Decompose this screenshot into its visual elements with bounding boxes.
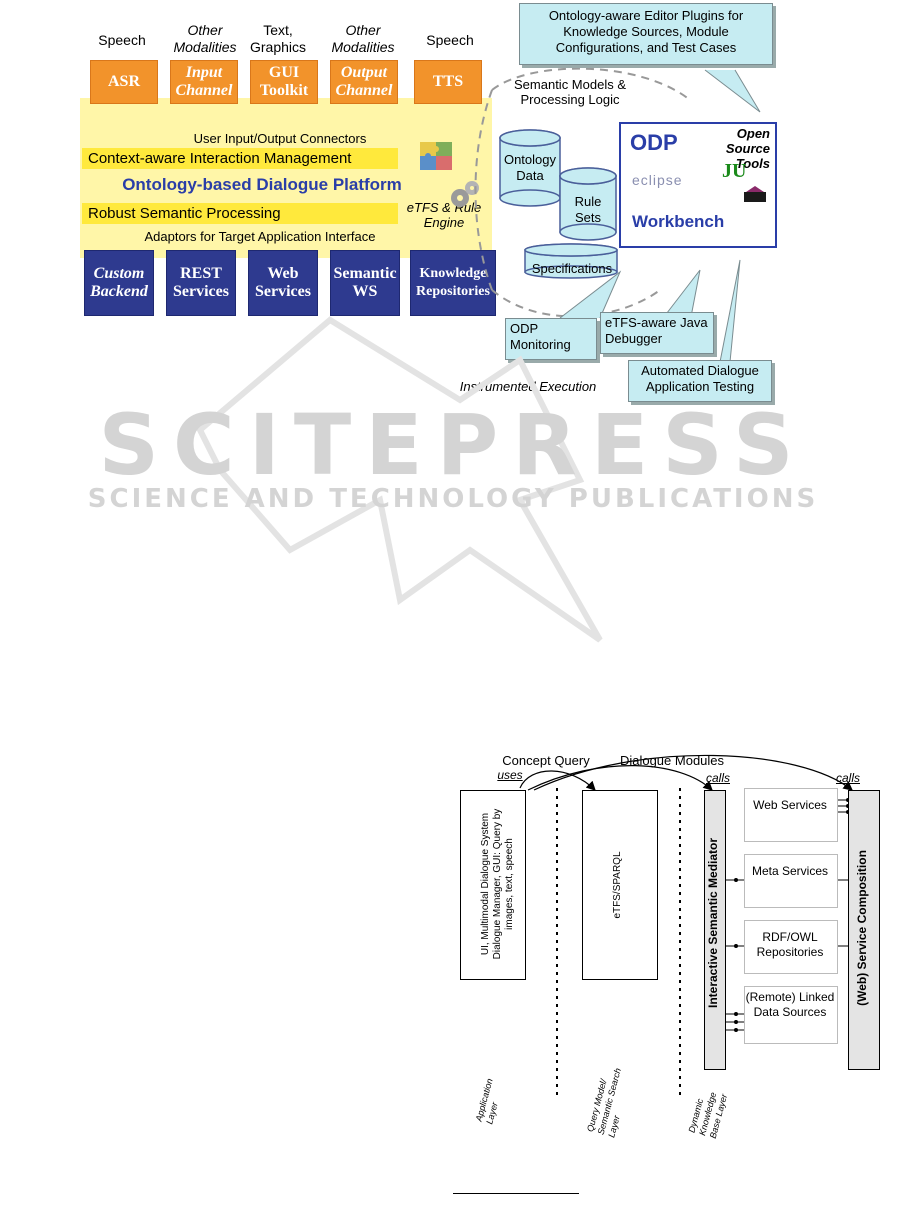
service-box-meta — [744, 854, 838, 908]
etfs-sparql-box — [582, 790, 658, 980]
semantic-ws-box: Semantic WS — [330, 250, 400, 316]
user-io-connectors: User Input/Output Connectors — [193, 131, 367, 146]
knowledge-repositories-box: Knowledge Repositories — [410, 250, 496, 316]
application-box — [460, 790, 526, 980]
semantic-processing-bar: Robust Semantic Processing — [82, 203, 398, 224]
service-label-meta: Meta Services — [751, 864, 829, 878]
etfs-debugger-callout: eTFS-aware Java Debugger — [600, 312, 714, 354]
rest-services-box: REST Services — [166, 250, 236, 316]
workbench-label: Workbench — [632, 212, 725, 231]
service-box-rdf — [744, 920, 838, 974]
service-box-linked — [744, 986, 838, 1044]
interaction-management-bar: Context-aware Interaction Management — [82, 148, 398, 169]
footnote-rule — [453, 1193, 579, 1194]
tts-box: TTS — [414, 60, 482, 104]
input-channel-box: Input Channel — [170, 60, 238, 104]
odp-workbench-box — [619, 122, 777, 248]
rule-sets-label: Rule Sets — [574, 194, 602, 225]
gui-toolkit-box: GUI Toolkit — [250, 60, 318, 104]
service-composition-text: (Web) Service Composition — [855, 850, 869, 1006]
editor-plugins-callout: Ontology-aware Editor Plugins for Knowle… — [519, 3, 773, 65]
uses-label: uses — [497, 768, 523, 782]
junit-logo: JU — [722, 160, 747, 182]
modality-label-text-graphics: Text, Graphics — [249, 22, 307, 55]
platform-title: Ontology-based Dialogue Platform — [122, 175, 402, 194]
semantic-mediator-text: Interactive Semantic Mediator — [706, 837, 720, 1008]
top-connectors — [474, 67, 761, 363]
modality-label-other-input: Other Modalities — [173, 22, 237, 55]
calls-label-1: calls — [705, 771, 730, 785]
platform-body — [80, 98, 492, 258]
service-label-linked: (Remote) Linked Data Sources — [745, 990, 835, 1019]
modality-label-speech-2: Speech — [426, 32, 474, 48]
automated-testing-callout: Automated Dialogue Application Testing — [628, 360, 772, 402]
service-composition-bar — [848, 790, 880, 1070]
adaptors-label: Adaptors for Target Application Interfac… — [144, 229, 376, 244]
specifications-label: Specifications — [531, 261, 613, 276]
eclipse-logo: eclipse — [632, 172, 683, 188]
tool-logo-icon — [744, 186, 766, 202]
ontology-data-label: Ontology Data — [503, 152, 557, 183]
output-channel-box: Output Channel — [330, 60, 398, 104]
etfs-sparql-text: eTFS/SPARQL — [612, 851, 623, 919]
open-source-tools-label: Open Source Tools — [725, 126, 770, 171]
calls-label-2: calls — [835, 771, 860, 785]
watermark-swoosh — [196, 316, 603, 643]
service-label-web: Web Services — [753, 798, 827, 812]
semantic-models-label: Semantic Models & Processing Logic — [514, 77, 626, 107]
rule-engine-label: eTFS & Rule Engine — [406, 200, 482, 230]
watermark-sub: SCIENCE AND TECHNOLOGY PUBLICATIONS — [87, 484, 819, 514]
application-box-text: UI, Multimodal Dialogue System Dialogue … — [480, 808, 515, 960]
dialogue-modules-label: Dialogue Modules — [619, 753, 725, 768]
puzzle-icon — [420, 142, 452, 170]
concept-query-label: Concept Query — [502, 753, 590, 768]
asr-box: ASR — [90, 60, 158, 104]
instrumented-execution-label: Instrumented Execution — [459, 379, 597, 394]
modality-label-speech-1: Speech — [98, 32, 146, 48]
service-label-rdf: RDF/OWL Repositories — [756, 930, 824, 959]
semantic-mediator-bar — [704, 790, 726, 1070]
odp-label: ODP — [630, 130, 678, 155]
service-box-web — [744, 788, 838, 842]
custom-backend-box: Custom Backend — [84, 250, 154, 316]
watermark-main: SCITEPRESS — [98, 396, 808, 494]
datastore-cylinders — [499, 129, 618, 279]
odp-monitoring-callout: ODP Monitoring — [505, 318, 597, 360]
modality-label-other-output: Other Modalities — [331, 22, 395, 55]
web-services-box: Web Services — [248, 250, 318, 316]
